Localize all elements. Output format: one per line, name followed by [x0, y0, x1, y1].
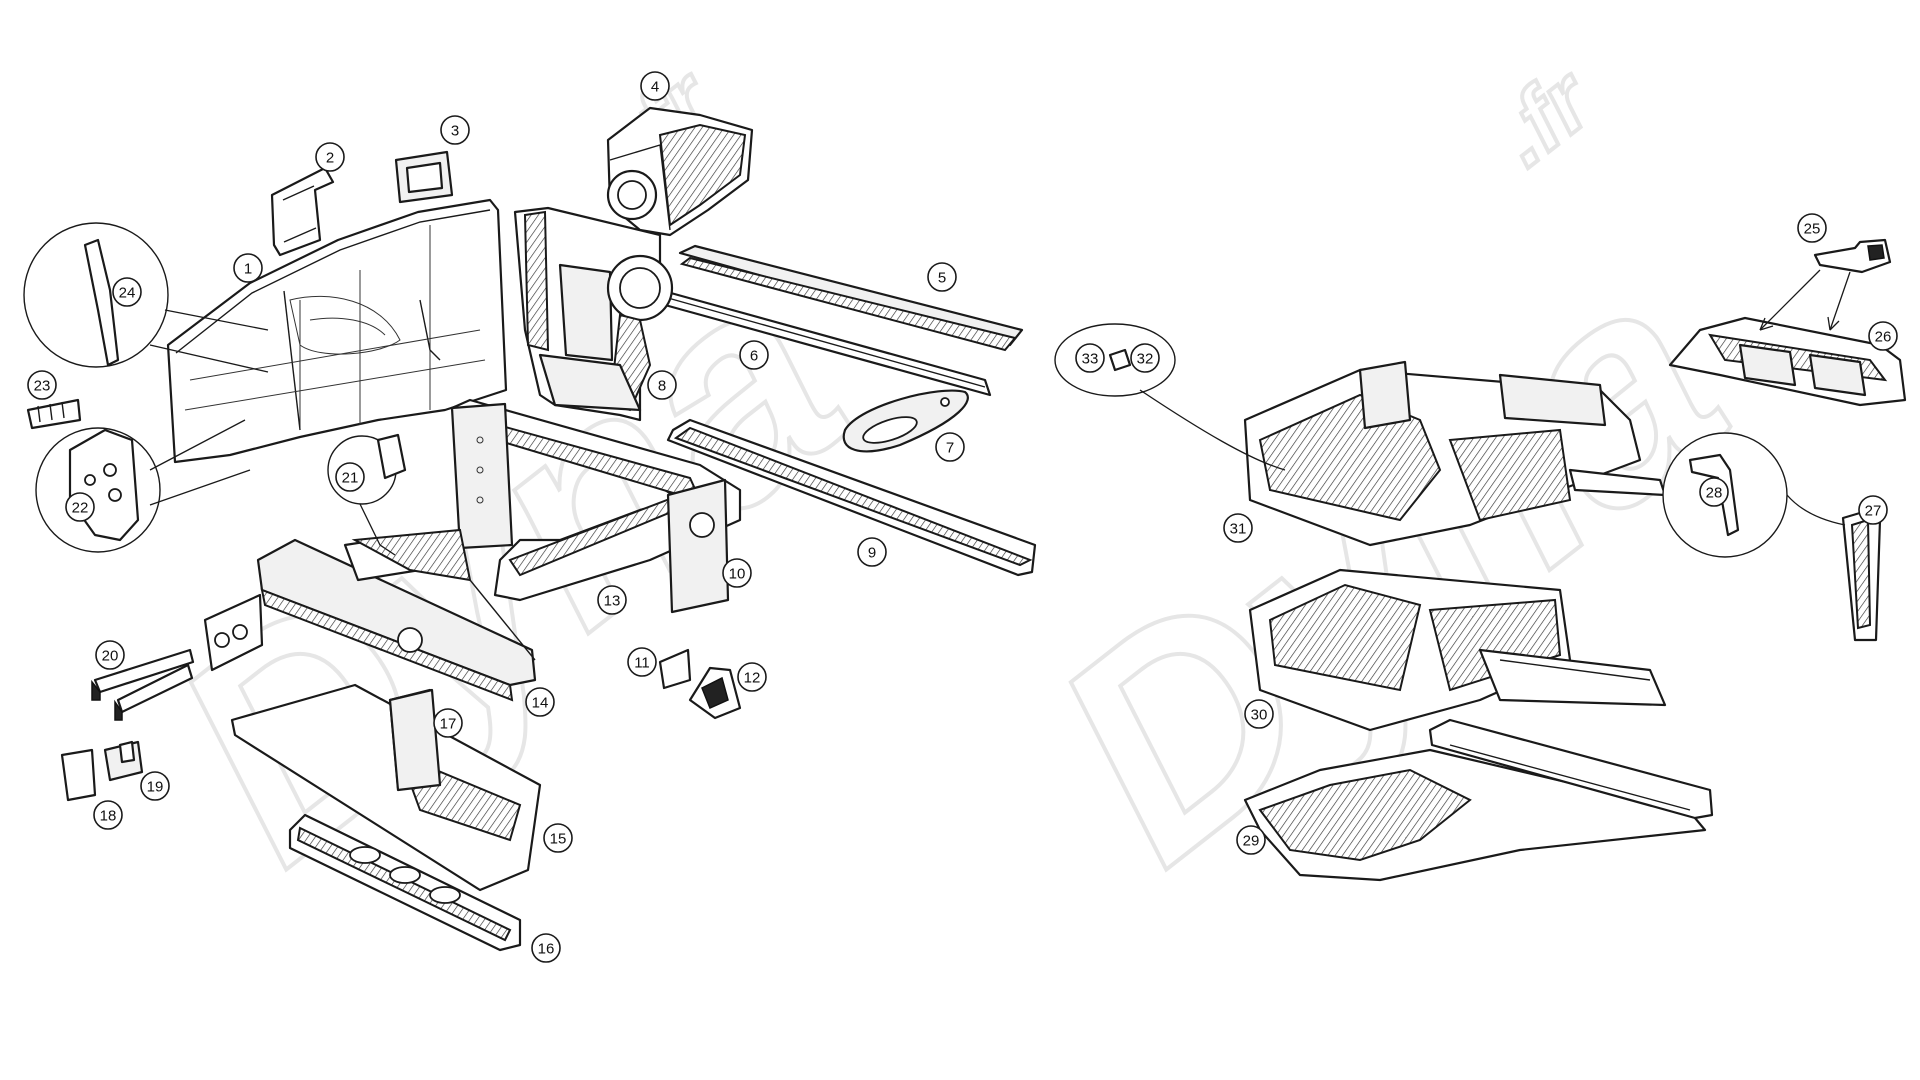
part-badge-30: 30 [1244, 699, 1274, 729]
part-number-label: 29 [1243, 833, 1260, 850]
part-14-front-cross-beam [203, 528, 537, 702]
part-30-rear-floor-assembly [1248, 568, 1667, 732]
part-1-bulkhead-panel [166, 198, 508, 464]
part-badge-17: 17 [433, 708, 463, 738]
part-number-label: 31 [1230, 521, 1247, 538]
part-25-bracket [1759, 238, 1892, 331]
part-badge-20: 20 [95, 640, 125, 670]
part-badge-25: 25 [1797, 213, 1827, 243]
part-number-label: 19 [147, 779, 164, 796]
part-badge-15: 15 [543, 823, 573, 853]
part-number-label: 9 [868, 545, 876, 562]
part-8-dash-panel [513, 206, 674, 422]
part-badge-4: 4 [640, 71, 670, 101]
part-badge-2: 2 [315, 142, 345, 172]
part-number-badges: 1234567891011121314151617181920212223242… [27, 71, 1898, 963]
part-number-label: 21 [342, 470, 359, 487]
part-badge-12: 12 [737, 662, 767, 692]
part-19-block [103, 740, 144, 782]
part-number-label: 32 [1137, 351, 1154, 368]
part-badge-10: 10 [722, 558, 752, 588]
part-number-label: 25 [1804, 221, 1821, 238]
part-badge-19: 19 [140, 771, 170, 801]
part-27-side-panel [1841, 508, 1882, 642]
part-badge-33: 33 [1075, 343, 1105, 373]
part-number-label: 24 [119, 285, 136, 302]
part-number-label: 17 [440, 716, 457, 733]
part-number-label: 28 [1706, 485, 1723, 502]
part-number-label: 22 [72, 500, 89, 517]
part-number-label: 14 [532, 695, 549, 712]
part-number-label: 1 [244, 261, 252, 278]
part-31-rear-body [1243, 360, 1667, 547]
part-3-grommet [394, 150, 454, 204]
part-16-rail-with-holes [288, 813, 522, 952]
part-badge-9: 9 [857, 537, 887, 567]
watermark-right-suffix: .fr [1477, 48, 1613, 185]
part-number-label: 2 [326, 150, 334, 167]
part-number-label: 27 [1865, 503, 1882, 520]
part-badge-24: 24 [112, 277, 142, 307]
part-badge-32: 32 [1130, 343, 1160, 373]
part-number-label: 8 [658, 378, 666, 395]
part-number-label: 11 [634, 655, 650, 672]
part-26-rear-panel [1668, 316, 1907, 407]
part-4-blower-housing [606, 106, 754, 237]
part-number-label: 6 [750, 348, 758, 365]
part-badge-27: 27 [1858, 495, 1888, 525]
part-number-label: 5 [938, 270, 946, 287]
part-badge-5: 5 [927, 262, 957, 292]
part-badge-14: 14 [525, 687, 555, 717]
part-10-pillar [450, 402, 730, 614]
part-number-label: 18 [100, 808, 117, 825]
part-number-label: 33 [1082, 351, 1099, 368]
part-number-label: 30 [1251, 707, 1268, 724]
part-badge-23: 23 [27, 370, 57, 400]
part-badge-11: 11 [627, 647, 657, 677]
part-24-detail-circle [23, 222, 269, 373]
part-badge-22: 22 [65, 492, 95, 522]
part-badge-29: 29 [1236, 825, 1266, 855]
part-badge-6: 6 [739, 340, 769, 370]
part-badge-18: 18 [93, 800, 123, 830]
part-number-label: 10 [729, 566, 746, 583]
part-12-bracket [688, 666, 742, 720]
part-badge-31: 31 [1223, 513, 1253, 543]
part-number-label: 16 [538, 941, 555, 958]
part-badge-7: 7 [935, 432, 965, 462]
part-9-sill [666, 418, 1037, 577]
part-badge-21: 21 [335, 462, 365, 492]
part-number-label: 12 [744, 670, 761, 687]
part-badge-8: 8 [647, 370, 677, 400]
part-number-label: 23 [34, 378, 51, 395]
part-number-label: 3 [451, 123, 459, 140]
part-18-plate [60, 748, 97, 802]
part-29-floor-frame [1243, 718, 1714, 882]
part-number-label: 26 [1875, 329, 1892, 346]
part-11-gusset [658, 648, 692, 690]
part-badge-16: 16 [531, 933, 561, 963]
part-number-label: 7 [946, 440, 954, 457]
part-number-label: 20 [102, 648, 119, 665]
part-number-label: 15 [550, 831, 567, 848]
part-2-bracket [270, 166, 335, 257]
part-5-cross-member [678, 244, 1024, 352]
part-badge-13: 13 [597, 585, 627, 615]
part-7-oval-flange [842, 389, 969, 453]
part-number-label: 13 [604, 593, 621, 610]
part-32-33-detail-oval [1054, 323, 1286, 471]
part-badge-1: 1 [233, 253, 263, 283]
part-28-detail-circle [1662, 432, 1846, 558]
part-20-mounting-brackets [91, 648, 195, 721]
part-23-clip-strip [26, 398, 82, 430]
part-badge-28: 28 [1699, 477, 1729, 507]
part-badge-26: 26 [1868, 321, 1898, 351]
part-badge-3: 3 [440, 115, 470, 145]
part-number-label: 4 [651, 79, 659, 96]
part-17-channel [388, 688, 442, 792]
